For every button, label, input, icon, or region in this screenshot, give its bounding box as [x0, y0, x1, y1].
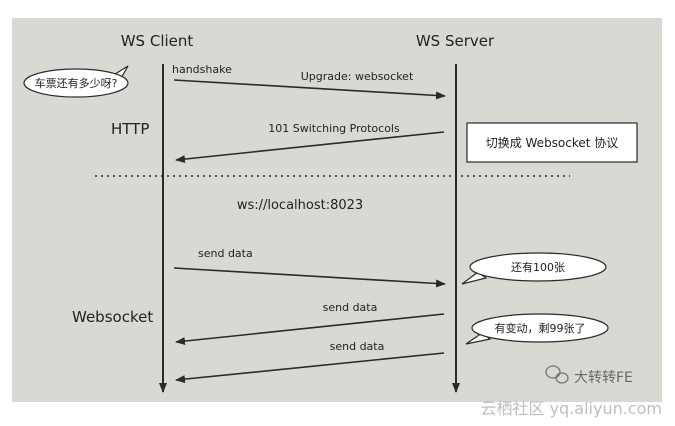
send-data-2-label: send data: [323, 301, 378, 314]
site-watermark-text: 云栖社区 yq.aliyun.com: [480, 399, 662, 418]
send-data-3-label: send data: [330, 340, 385, 353]
wechat-watermark: 大转转FE: [545, 365, 633, 386]
ws-url-label: ws://localhost:8023: [237, 198, 363, 213]
watermark-brand-text: 大转转FE: [574, 370, 633, 386]
send-data-1-arrow: [173, 267, 446, 288]
client-question-text: 车票还有多少呀?: [35, 76, 118, 90]
protocol-note-text: 切换成 Websocket 协议: [486, 135, 619, 150]
switching-arrow: [175, 131, 445, 164]
server-title: WS Server: [416, 32, 495, 50]
send-data-1-label: send data: [198, 247, 253, 260]
websocket-phase-label: Websocket: [72, 308, 153, 326]
server-reply-2-bubble: 有变动，剩99张了: [465, 313, 609, 345]
server-reply-2-text: 有变动，剩99张了: [495, 321, 586, 335]
handshake-label: handshake: [172, 63, 232, 76]
send-data-2-arrow: [175, 313, 445, 346]
switching-label: 101 Switching Protocols: [268, 122, 400, 135]
server-reply-1-bubble: 还有100张: [461, 252, 607, 285]
upgrade-label: Upgrade: websocket: [301, 70, 414, 83]
protocol-note-box: 切换成 Websocket 协议: [466, 122, 638, 163]
upgrade-arrow: [173, 79, 446, 100]
http-phase-label: HTTP: [111, 120, 149, 138]
client-title: WS Client: [121, 32, 194, 50]
send-data-3-arrow: [175, 352, 445, 384]
client-question-bubble: 车票还有多少呀?: [23, 65, 129, 98]
wechat-icon: [545, 365, 569, 384]
server-reply-1-text: 还有100张: [511, 260, 565, 274]
